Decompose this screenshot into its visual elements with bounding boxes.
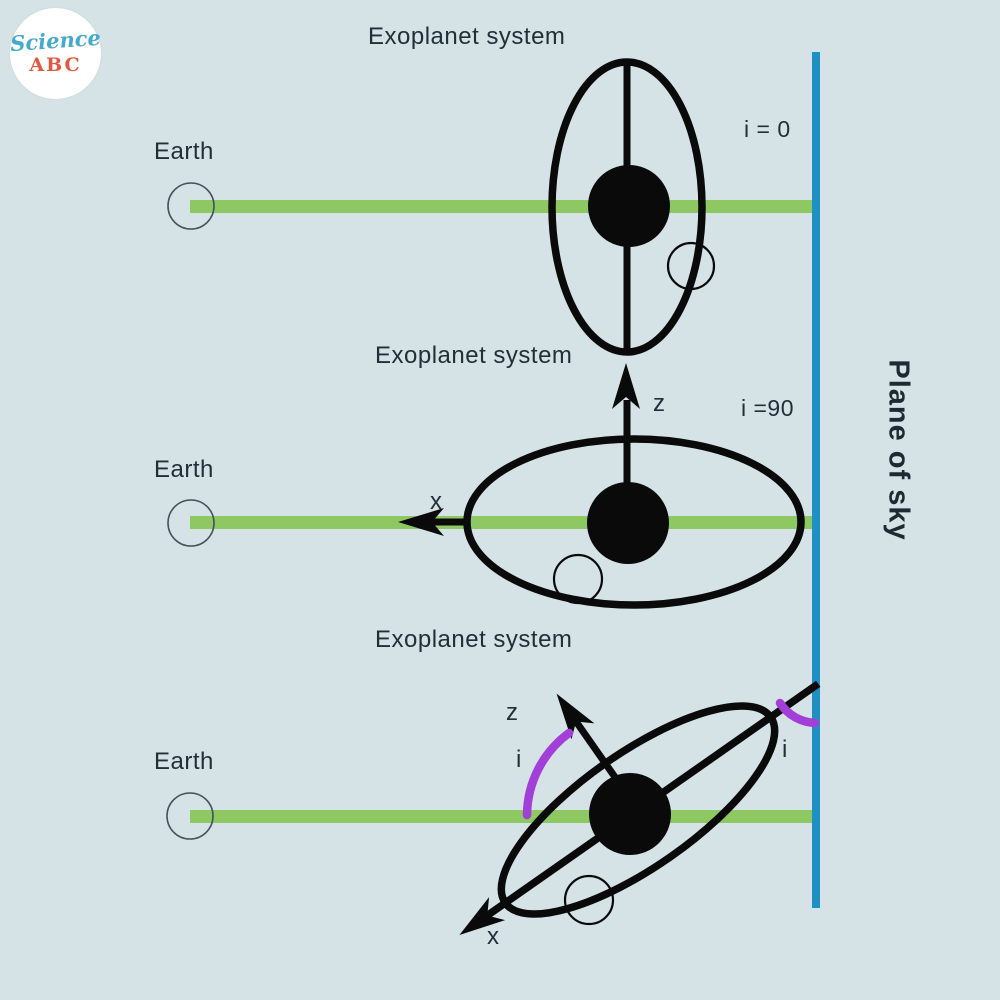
scienceabc-logo: Science ABC: [9, 8, 102, 99]
inclination-label-bottom-left: i: [516, 746, 522, 773]
earth-circle-bottom: [166, 792, 214, 840]
z-axis-arrowhead-bottom: [556, 693, 595, 740]
z-axis-arrowhead-middle: [612, 363, 640, 409]
orbit-system-middle: [398, 363, 805, 609]
star-top: [588, 165, 670, 247]
earth-label-middle: Earth: [154, 456, 214, 483]
z-axis-label-bottom: z: [506, 699, 519, 726]
x-axis-arrowhead-middle: [398, 508, 444, 536]
orbit-system-bottom: [459, 680, 821, 936]
inclination-label-bottom-right: i: [782, 736, 788, 763]
x-axis-label-middle: x: [430, 488, 443, 515]
inclination-arc-right: [775, 698, 820, 728]
inclination-label-middle: i =90: [741, 395, 795, 421]
star-middle: [587, 482, 669, 564]
earth-label-top: Earth: [154, 138, 214, 165]
logo-abc-text: ABC: [29, 54, 82, 76]
z-axis-label-middle: z: [653, 390, 666, 417]
orbit-system-top: [548, 58, 716, 356]
planet-bottom: [563, 874, 615, 926]
orbit-ellipse-top: [548, 58, 706, 356]
planet-top: [666, 241, 716, 291]
inclination-arc-left: [522, 728, 574, 820]
earth-label-bottom: Earth: [154, 748, 214, 775]
logo-science-text: Science: [9, 24, 102, 57]
planet-middle: [552, 553, 604, 605]
star-bottom: [589, 773, 671, 855]
line-of-sight-middle: [190, 516, 813, 529]
panel-middle-title: Exoplanet system: [375, 342, 573, 369]
inclination-label-top: i = 0: [744, 116, 791, 142]
panel-top-title: Exoplanet system: [368, 23, 566, 50]
x-axis-label-bottom: x: [487, 923, 500, 950]
plane-of-sky-label: Plane of sky: [882, 359, 915, 541]
panel-bottom-title: Exoplanet system: [375, 626, 573, 653]
x-axis-arrowhead-bottom: [459, 897, 506, 936]
line-of-sight-top: [190, 200, 816, 213]
earth-circle-middle: [167, 499, 215, 547]
tilted-orbit-group: [459, 680, 821, 936]
earth-circle-top: [167, 182, 215, 230]
